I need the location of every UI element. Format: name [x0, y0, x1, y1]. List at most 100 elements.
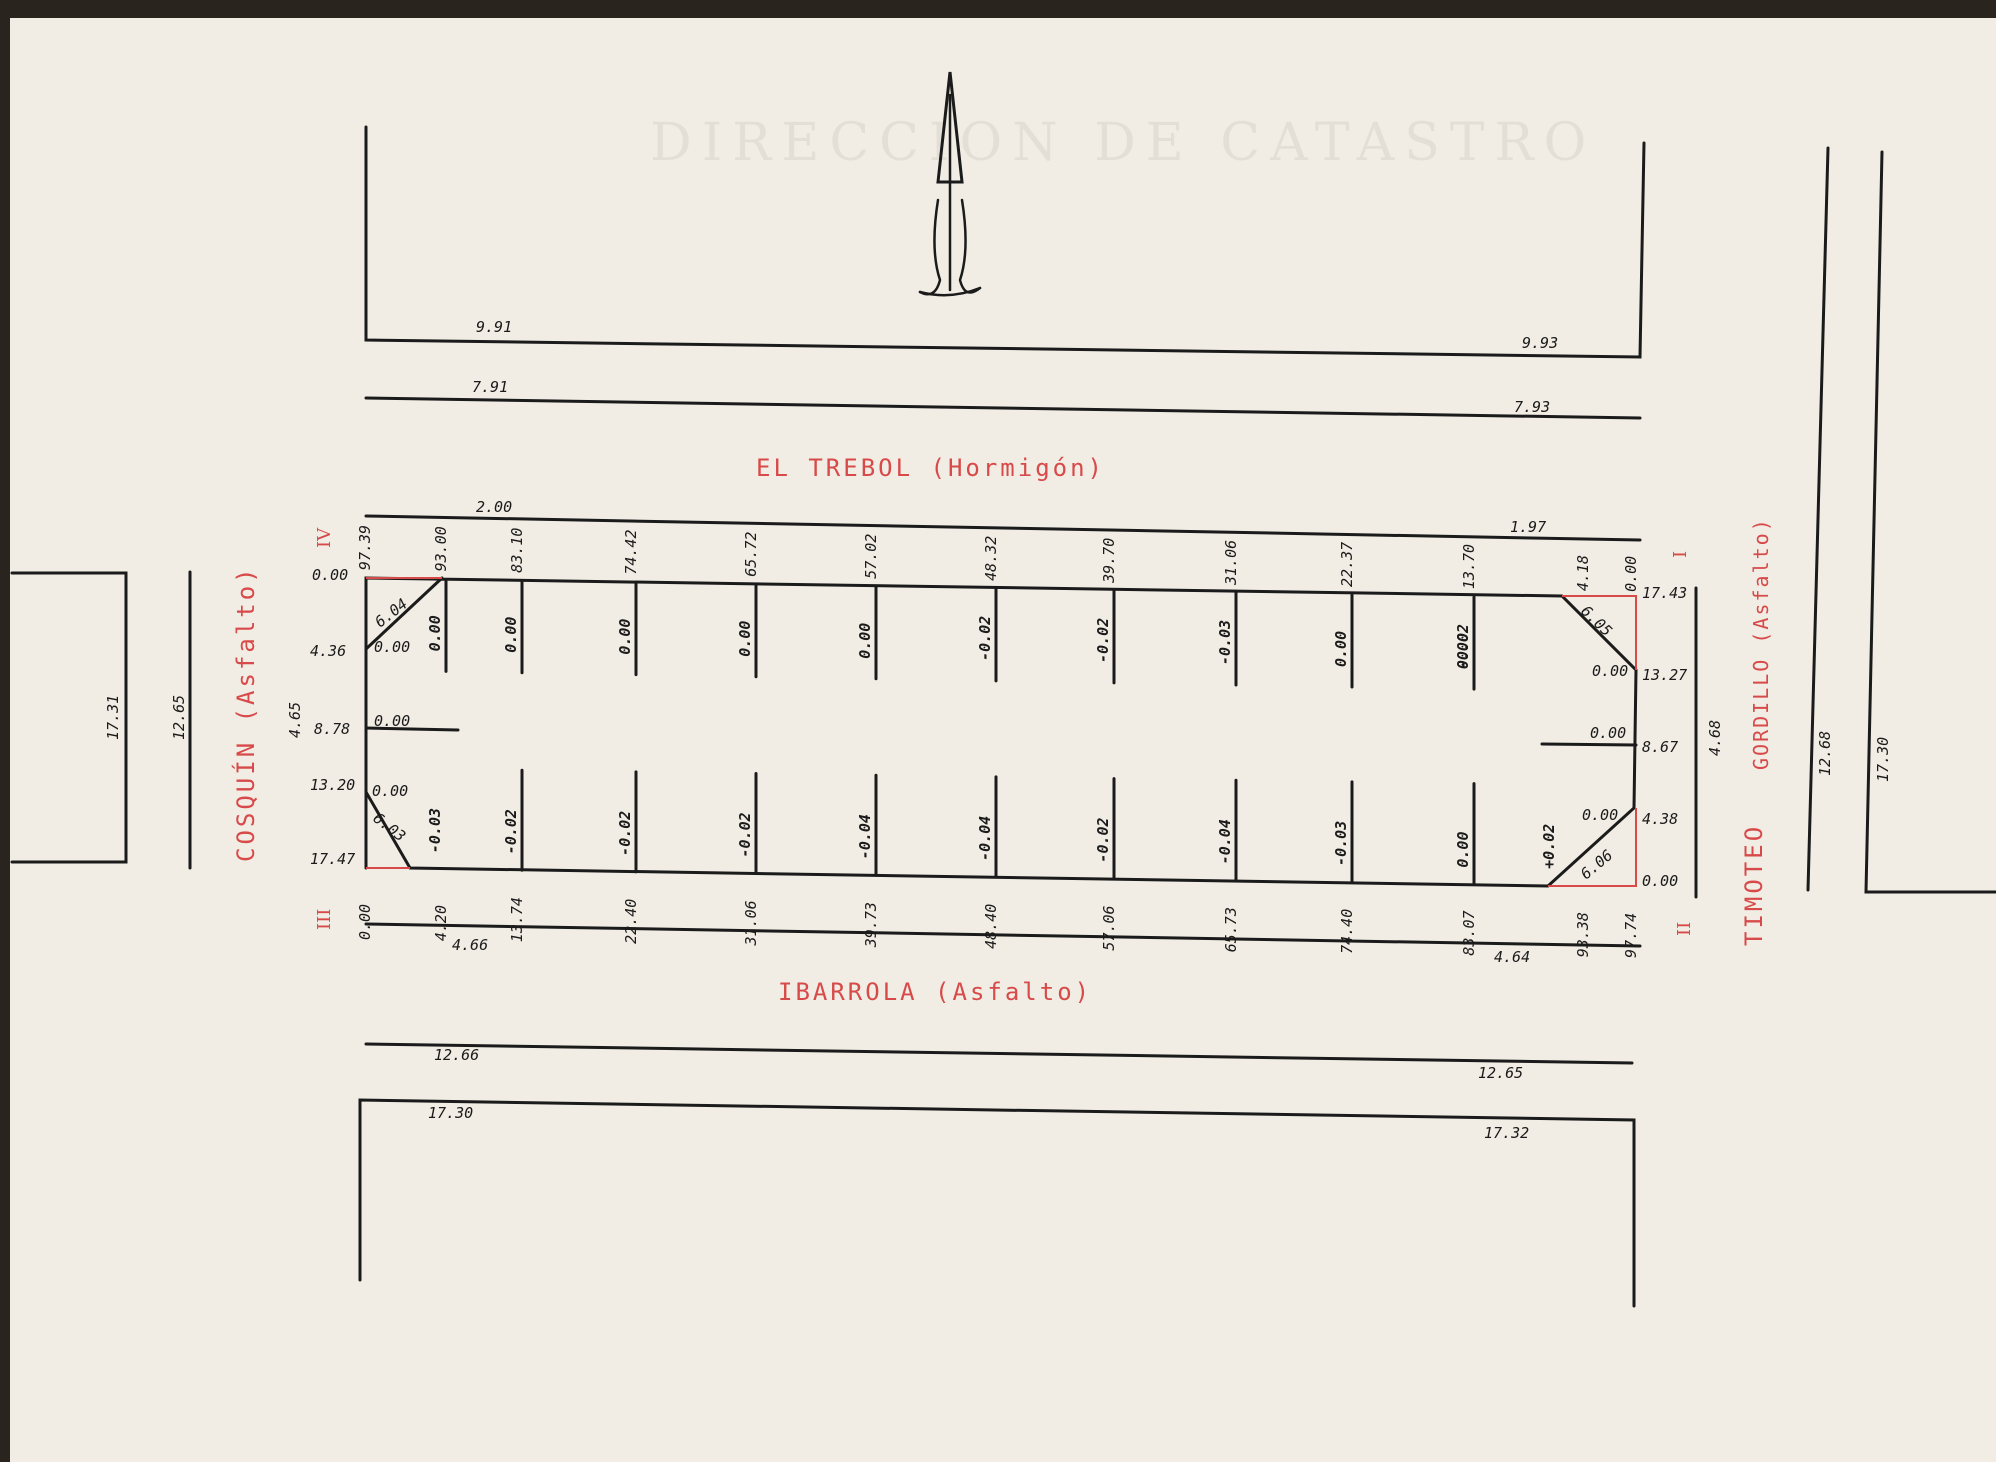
- south-progressive-label: 83.07: [1460, 910, 1478, 955]
- south-tick-value: -0.02: [736, 812, 754, 857]
- chamfer-ne: 6.05: [1577, 602, 1615, 640]
- dim-north-curb-e: 1.97: [1510, 518, 1546, 536]
- north-progressive-label: 74.42: [622, 530, 640, 575]
- north-tick-value: 0.00: [502, 617, 520, 653]
- dim-south-outer-e: 17.32: [1484, 1124, 1529, 1142]
- north-tick-value: -0.02: [1454, 624, 1472, 669]
- inner-small-e-mid: 0.00: [1590, 724, 1626, 742]
- dim-west-inner: 12.65: [170, 695, 188, 740]
- south-tick-value: -0.02: [1094, 817, 1112, 862]
- offset-east-1: 13.27: [1642, 666, 1687, 684]
- south-tick-value: +0.02: [1540, 824, 1558, 869]
- street-name-south: IBARROLA (Asfalto): [778, 978, 1092, 1006]
- dim-north-outer-w: 9.91: [476, 318, 512, 336]
- dim-west-curb: 4.65: [286, 702, 304, 738]
- dim-east-outer: 17.30: [1874, 737, 1892, 782]
- north-tick-value: 0.00: [856, 623, 874, 659]
- offset-west-1: 4.36: [310, 642, 346, 660]
- inner-small-sw: 0.00: [372, 782, 408, 800]
- inner-small-nw: 0.00: [374, 638, 410, 656]
- dim-south-outer-w: 17.30: [428, 1104, 473, 1122]
- south-progressive-label: 48.40: [982, 904, 1000, 949]
- street-lines: [10, 125, 1996, 1308]
- south-progressive-label: 31.06: [742, 900, 760, 946]
- corner-mark-iii: III: [314, 909, 335, 930]
- north-progressive-label: 93.00: [432, 526, 450, 571]
- south-tick-value: -0.02: [616, 811, 634, 856]
- offset-west-2: 8.78: [314, 720, 350, 738]
- north-progressive-label: 0.00: [1622, 556, 1640, 592]
- south-tick-value: -0.04: [976, 816, 994, 861]
- south-tick-value: -0.03: [1332, 821, 1350, 866]
- north-progressive-label: 83.10: [508, 528, 526, 573]
- chamfer-se: 6.06: [1577, 846, 1616, 883]
- dim-north-inner-w: 7.91: [472, 378, 508, 396]
- offset-east-2: 8.67: [1642, 738, 1678, 756]
- inner-small-w-mid: 0.00: [374, 712, 410, 730]
- south-progressive-label: 74.40: [1338, 909, 1356, 954]
- dim-south-mid-w: 12.66: [434, 1046, 479, 1064]
- south-progressive-label: 13.74: [508, 897, 526, 942]
- south-progressive-label: 93.38: [1574, 912, 1592, 957]
- plan-sheet: DIRECCION DE CATASTRO: [10, 18, 1996, 1462]
- north-progressive-label: 22.37: [1338, 542, 1356, 587]
- north-tick-value: -0.03: [1216, 620, 1234, 665]
- north-progressive-label: 4.18: [1574, 555, 1592, 591]
- chamfer-sw: 6.03: [370, 809, 410, 845]
- south-progressive-label: 4.20: [432, 905, 450, 941]
- dim-west-outer: 17.31: [104, 695, 122, 740]
- street-name-east-b: GORDILLO (Asfalto): [1749, 517, 1773, 770]
- inner-small-ne: 0.00: [1592, 662, 1628, 680]
- letterhead-watermark: DIRECCION DE CATASTRO: [650, 113, 1597, 173]
- north-progressive-label: 39.70: [1100, 538, 1118, 584]
- south-tick-value: -0.04: [856, 814, 874, 859]
- north-tick-value: -0.02: [1094, 618, 1112, 663]
- north-tick-value: 0.00: [426, 615, 444, 651]
- north-progressive-label: 48.32: [982, 536, 1000, 581]
- north-tick-value: 0.00: [736, 621, 754, 657]
- north-progressive-label: 65.72: [742, 532, 760, 577]
- south-tick-value: -0.02: [502, 809, 520, 854]
- street-name-west: COSQUÍN (Asfalto): [231, 565, 260, 862]
- north-tick-value: 0.00: [1332, 631, 1350, 667]
- dim-south-curb-w: 4.66: [452, 936, 488, 954]
- offset-east-0: 17.43: [1642, 584, 1687, 602]
- dim-south-curb-e: 4.64: [1494, 948, 1530, 966]
- north-tick-value: 0.00: [1454, 633, 1472, 669]
- block-outline: [364, 576, 1638, 888]
- north-progressive-label: 13.70: [1460, 544, 1478, 589]
- dim-north-curb-w: 2.00: [476, 498, 512, 516]
- offset-east-4: 0.00: [1642, 872, 1678, 890]
- corner-mark-ii: II: [1674, 922, 1695, 936]
- offset-west-0: 0.00: [312, 566, 348, 584]
- street-name-north: EL TREBOL (Hormigón): [756, 454, 1105, 482]
- dim-north-inner-e: 7.93: [1514, 398, 1550, 416]
- north-tick-value: -0.02: [976, 616, 994, 661]
- north-progressive-label: 97.39: [356, 525, 374, 570]
- offset-west-4: 17.47: [310, 850, 355, 868]
- corner-mark-iv: IV: [314, 527, 335, 548]
- offset-west-3: 13.20: [310, 776, 355, 794]
- street-name-east-a: TIMOTEO: [1740, 824, 1768, 946]
- south-ticks: 0.00 4.20 13.74 22.40 31.06 39.73 48.40 57.06 65…: [356, 768, 1640, 958]
- south-tick-value: -0.04: [1216, 819, 1234, 864]
- north-tick-value: 0.00: [616, 619, 634, 655]
- south-progressive-label: 0.00: [356, 904, 374, 940]
- south-progressive-label: 39.73: [862, 902, 880, 948]
- dim-north-outer-e: 9.93: [1522, 334, 1558, 352]
- south-progressive-label: 65.73: [1222, 907, 1240, 952]
- inner-small-se: 0.00: [1582, 806, 1618, 824]
- corner-mark-i: I: [1670, 551, 1691, 558]
- south-progressive-label: 57.06: [1100, 905, 1118, 950]
- dim-east-inner: 12.68: [1816, 731, 1834, 776]
- north-ticks: 97.39 93.00 83.10 74.42 65.72 57.02 48.32 39.70…: [356, 525, 1640, 691]
- north-arrow-icon: [918, 71, 982, 297]
- dim-south-mid-e: 12.65: [1478, 1064, 1523, 1082]
- south-progressive-label: 22.40: [622, 899, 640, 944]
- north-progressive-label: 57.02: [862, 534, 880, 579]
- south-tick-value: -0.03: [426, 808, 444, 853]
- south-tick-value: 0.00: [1454, 832, 1472, 868]
- north-progressive-label: 31.06: [1222, 540, 1240, 586]
- south-progressive-label: 97.74: [1622, 913, 1640, 958]
